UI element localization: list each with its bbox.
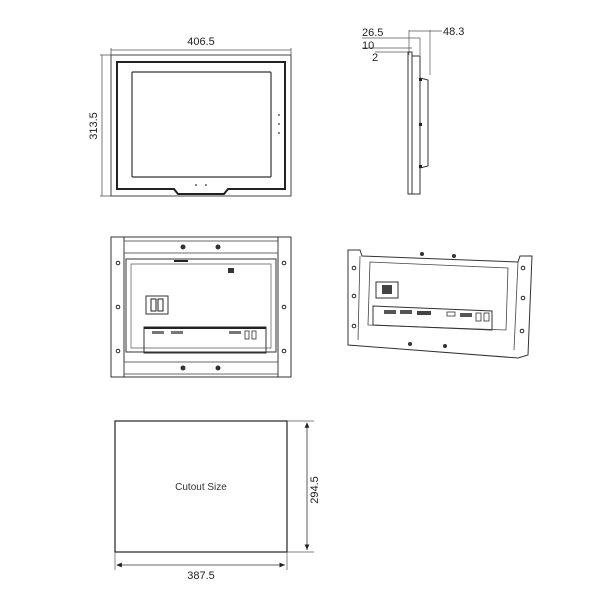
cutout-width-label: 387.5 [187, 570, 215, 582]
indicator-dot [205, 184, 207, 186]
front-view: 406.5 313.5 [88, 36, 292, 197]
bezel-label: 10 [362, 40, 374, 52]
isometric-view [347, 249, 533, 359]
screen [131, 71, 272, 178]
rear-view [110, 236, 292, 378]
indicator-dot [195, 184, 197, 186]
front-label: 2 [372, 52, 378, 64]
cutout-title: Cutout Size [175, 482, 227, 493]
indicator-dot [278, 132, 280, 134]
indicator-dot [278, 123, 280, 125]
indicator-dot [278, 114, 280, 116]
front-height-label: 313.5 [88, 112, 100, 140]
bezel [116, 61, 286, 195]
cutout-rect [114, 420, 288, 553]
depth-total-label: 48.3 [443, 26, 464, 38]
side-view: 26.5 48.3 10 2 [362, 26, 464, 195]
outer-frame [110, 54, 292, 197]
cutout-height-label: 294.5 [309, 476, 321, 504]
cutout-view: Cutout Size 294.5 387.5 [114, 420, 321, 582]
front-width-label: 406.5 [187, 36, 215, 48]
depth-body-label: 26.5 [362, 27, 383, 39]
